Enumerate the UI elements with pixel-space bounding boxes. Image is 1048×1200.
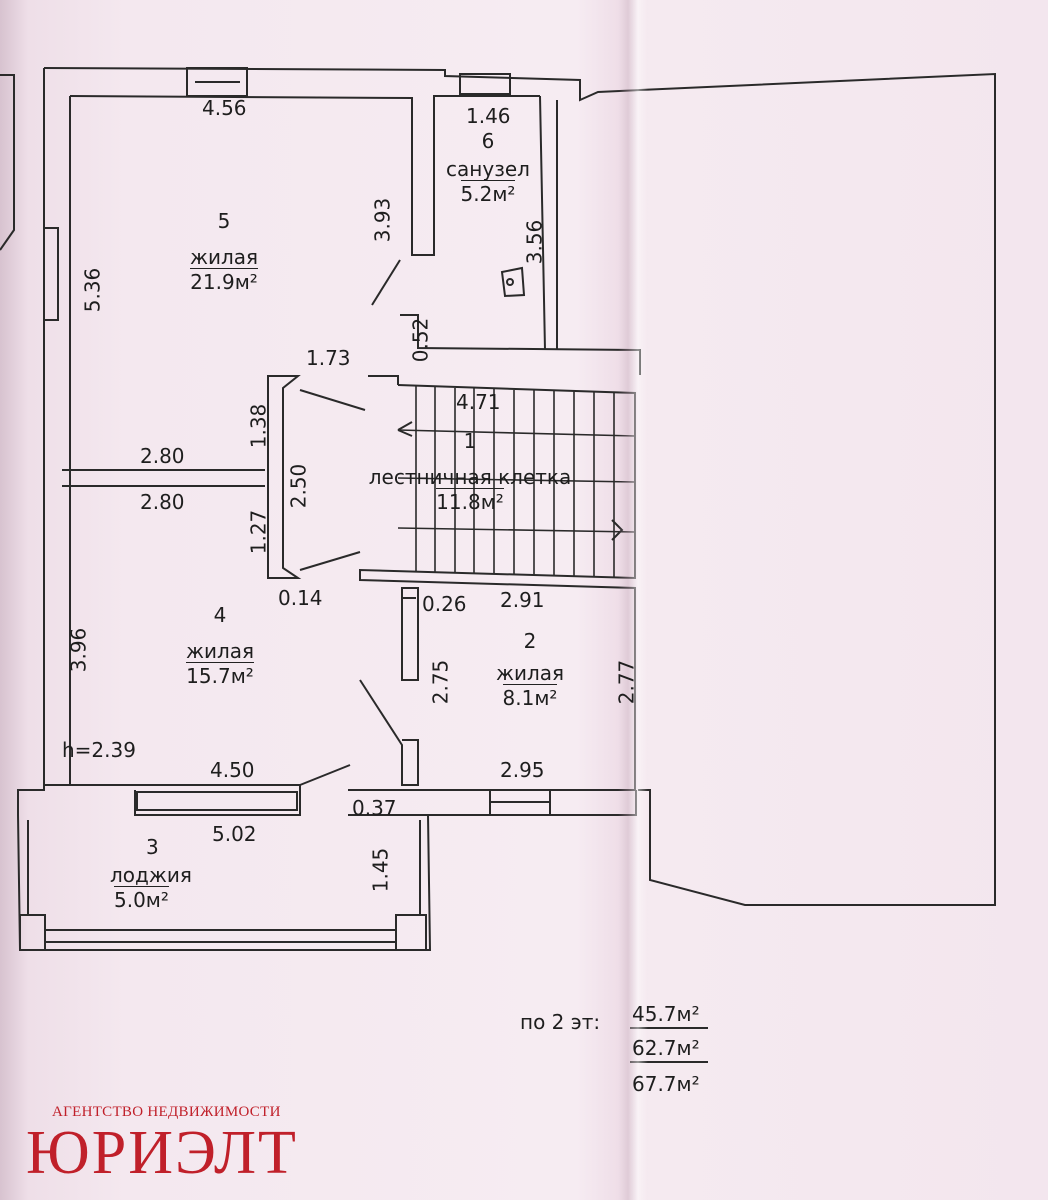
room-4-number: 4 [213,603,227,627]
dim-0-26: 0.26 [422,592,467,616]
room-1-label: 1 лестничная клетка 11.8м² [350,430,590,513]
door-room4 [359,679,419,786]
bath-walls [539,95,558,351]
brand-logo: ЮРИЭЛТ [26,1119,298,1187]
ceiling-height: h=2.39 [62,738,136,762]
room-5-label: 5 жилая 21.9м² [176,210,272,293]
dim-0-14: 0.14 [278,586,323,610]
room-1-area: 11.8м² [436,488,504,514]
room-5-type: жилая [189,245,259,269]
dim-bath-width: 1.46 [466,104,511,128]
dim-room2-width: 2.91 [500,588,545,612]
dim-1-27: 1.27 [246,509,271,555]
room-4-label: 4 жилая 15.7м² [172,604,268,687]
dim-2-75: 2.75 [428,659,453,705]
room5-walls [69,95,540,256]
dim-0-52: 0.52 [408,317,433,363]
window-room5 [186,67,248,97]
totals-label: по 2 эт: [520,1010,601,1034]
dim-closet: 2.50 [286,463,311,509]
closet [267,375,302,579]
room4-bottom-wall [44,784,301,816]
stair-corner [368,375,399,385]
dim-room4-width: 4.50 [210,758,255,782]
closet-door-top [299,389,366,411]
brand-tagline: АГЕНТСТВО НЕДВИЖИМОСТИ [52,1104,281,1120]
window-room4 [136,791,298,811]
dim-room4-height: 3.96 [66,627,91,673]
room-1-number: 1 [463,429,477,453]
room-6-number: 6 [481,129,495,153]
loggia-corner-left [19,914,46,951]
room-2-type: жилая [495,661,565,685]
dim-1-73: 1.73 [306,346,351,370]
door-room5 [371,259,401,306]
dim-room5-right: 3.93 [370,197,395,243]
room-3-type: лоджия [110,863,192,887]
window-bath [459,73,511,95]
loggia-railing [45,929,396,943]
total-general: 62.7м² [632,1036,700,1060]
closet-door-bottom [299,551,361,571]
dim-bath-length: 3.56 [522,219,547,265]
dim-2-80-bottom: 2.80 [140,490,185,514]
paper-center-fold [618,0,648,1200]
room-1-type: лестничная клетка [368,465,572,489]
window-left [43,227,59,321]
stair-top-wall [400,314,641,375]
room-6-label: 6 санузел 5.2м² [440,130,536,205]
room-3-label: 3 лоджия 5.0м² [100,836,210,911]
stair-treads [397,386,636,577]
room-2-area: 8.1м² [502,684,558,710]
partition-5-4 [62,469,265,487]
toilet-bowl-icon [506,278,514,286]
room-5-area: 21.9м² [190,268,258,294]
dim-room5-height: 5.36 [80,267,105,313]
dim-room5-width: 4.56 [202,96,247,120]
room-2-label: 2 жилая 8.1м² [482,630,578,709]
room-3-area: 5.0м² [114,886,169,912]
room-4-area: 15.7м² [186,662,254,688]
room-6-area: 5.2м² [460,180,516,206]
room2-wall [401,587,419,681]
dim-loggia-depth: 1.45 [368,847,393,893]
adjacent-plan-fragment [0,74,15,251]
dim-2-95: 2.95 [500,758,545,782]
dim-stair-width: 4.71 [456,390,501,414]
room-4-type: жилая [185,639,255,663]
room-6-type: санузел [446,157,530,181]
door-room4-balcony [299,764,351,786]
dim-1-38: 1.38 [246,403,271,449]
dim-loggia-width: 5.02 [212,822,257,846]
dim-0-37: 0.37 [352,796,397,820]
loggia-corner-right [395,914,427,951]
room-5-number: 5 [217,209,231,233]
total-with-loggia: 67.7м² [632,1072,700,1096]
room-3-number: 3 [146,835,159,859]
dim-2-80-top: 2.80 [140,444,185,468]
total-living: 45.7м² [632,1002,700,1026]
stair-arrow-up-icon [397,421,413,437]
toilet-icon [500,266,526,298]
room-2-number: 2 [523,629,537,653]
dim-2-77: 2.77 [614,659,639,705]
